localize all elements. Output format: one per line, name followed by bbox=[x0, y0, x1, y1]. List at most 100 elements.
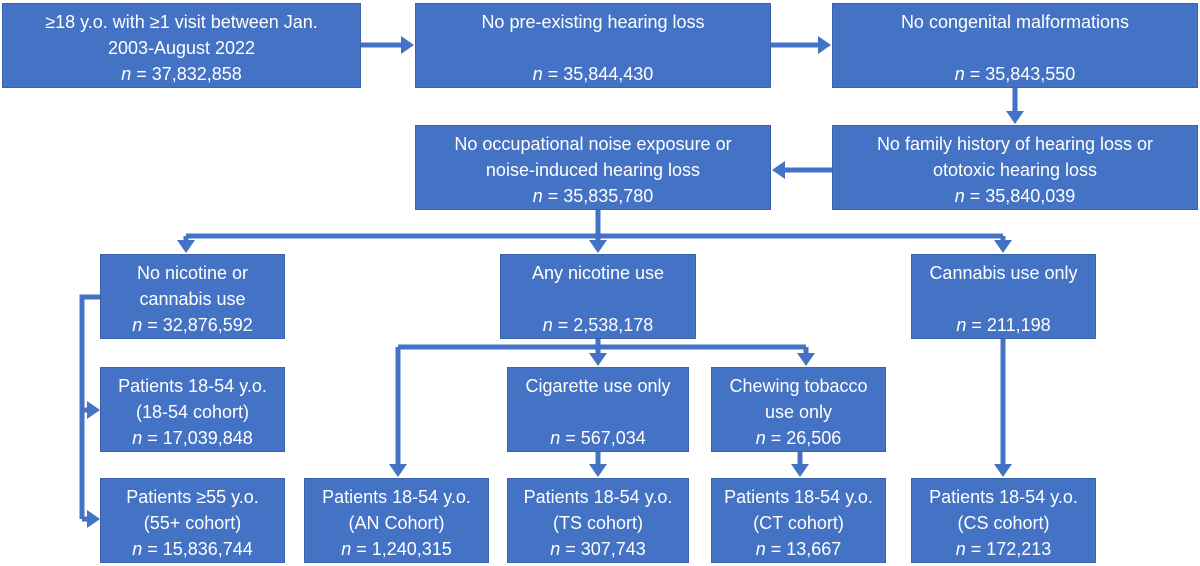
box-label-line: ototoxic hearing loss bbox=[932, 160, 1098, 180]
box-cs: Patients 18-54 y.o. (CS cohort) n = 172,21… bbox=[911, 478, 1096, 563]
n-separator: = bbox=[560, 428, 581, 448]
box-label-line: No congenital malformations bbox=[900, 12, 1130, 32]
n-symbol: n bbox=[542, 315, 553, 335]
box-ts: Patients 18-54 y.o.(TS cohort)n = 307,74… bbox=[507, 478, 689, 563]
n-value: 32,876,592 bbox=[162, 315, 253, 335]
n-symbol: n bbox=[550, 428, 561, 448]
n-value: 13,667 bbox=[786, 539, 842, 559]
n-value: 35,835,780 bbox=[563, 186, 654, 206]
n-symbol: n bbox=[132, 428, 143, 448]
box-label-line: (CS cohort) bbox=[957, 513, 1050, 533]
box-count: n = 35,840,039 bbox=[833, 184, 1197, 209]
box-label-line: (CT cohort) bbox=[753, 513, 844, 533]
box-count: n = 26,506 bbox=[712, 426, 885, 451]
n-separator: = bbox=[142, 539, 163, 559]
arrowhead bbox=[994, 464, 1012, 477]
n-symbol: n bbox=[956, 315, 967, 335]
box-count: n = 35,835,780 bbox=[416, 184, 770, 209]
n-value: 1,240,315 bbox=[371, 539, 452, 559]
box-label-line: Chewing tobacco bbox=[729, 376, 868, 396]
n-separator: = bbox=[560, 539, 581, 559]
box-count: n = 35,843,550 bbox=[833, 62, 1197, 87]
n-symbol: n bbox=[954, 64, 965, 84]
n-symbol: n bbox=[532, 64, 543, 84]
box-an: Patients 18-54 y.o.(AN Cohort)n = 1,240,… bbox=[304, 478, 489, 563]
box-cannabis: Cannabis use only n = 211,198 bbox=[911, 254, 1096, 339]
n-symbol: n bbox=[755, 428, 766, 448]
arrowhead bbox=[589, 353, 607, 366]
n-value: 2,538,178 bbox=[573, 315, 654, 335]
arrowhead bbox=[87, 401, 100, 419]
box-label-line: Cigarette use only bbox=[525, 376, 671, 396]
box-count: n = 13,667 bbox=[712, 537, 885, 562]
box-count: n = 211,198 bbox=[912, 313, 1095, 338]
box-count: n = 35,844,430 bbox=[416, 62, 770, 87]
box-young: Patients 18-54 y.o. (18-54 cohort) n = 17,… bbox=[100, 367, 285, 452]
arrowhead bbox=[589, 240, 607, 253]
n-separator: = bbox=[142, 315, 163, 335]
box-count: n = 307,743 bbox=[508, 537, 688, 562]
n-value: 35,844,430 bbox=[563, 64, 654, 84]
n-value: 211,198 bbox=[986, 315, 1051, 335]
box-label-line: (55+ cohort) bbox=[143, 513, 242, 533]
box-label-line: (AN Cohort) bbox=[348, 513, 445, 533]
box-count: n = 567,034 bbox=[508, 426, 688, 451]
box-label-line: Patients ≥55 y.o. bbox=[126, 487, 259, 507]
box-label-line: cannabis use bbox=[139, 289, 246, 309]
n-separator: = bbox=[964, 186, 986, 206]
arrowhead bbox=[772, 161, 785, 179]
box-label-line: 2003-August 2022 bbox=[107, 38, 256, 58]
box-label-line: Patients 18-54 y.o. bbox=[724, 487, 873, 507]
n-value: 35,843,550 bbox=[985, 64, 1076, 84]
n-separator: = bbox=[142, 428, 163, 448]
box-start: ≥18 y.o. with ≥1 visit between Jan.2003-… bbox=[2, 3, 361, 88]
arrowhead bbox=[177, 240, 195, 253]
box-label-line: Patients 18-54 y.o. bbox=[118, 376, 267, 396]
box-label-line: Any nicotine use bbox=[531, 263, 665, 283]
box-old: Patients ≥55 y.o. (55+ cohort) n = 15,836,… bbox=[100, 478, 285, 563]
box-count: n = 172,213 bbox=[912, 537, 1095, 562]
box-label-line: (18-54 cohort) bbox=[135, 402, 250, 422]
box-any-nic: Any nicotine use n = 2,538,178 bbox=[500, 254, 696, 339]
n-symbol: n bbox=[550, 539, 561, 559]
box-chew: Chewing tobacco use only n = 26,506 bbox=[711, 367, 886, 452]
box-label-line: Patients 18-54 y.o. bbox=[929, 487, 1078, 507]
box-ct: Patients 18-54 y.o. (CT cohort) n = 13,667 bbox=[711, 478, 886, 563]
arrowhead bbox=[87, 510, 100, 528]
n-value: 307,743 bbox=[580, 539, 646, 559]
arrowhead bbox=[1006, 111, 1024, 124]
n-symbol: n bbox=[954, 186, 965, 206]
arrowhead bbox=[791, 464, 809, 477]
box-label-line: No pre-existing hearing loss bbox=[481, 12, 705, 32]
box-label-line: Cannabis use only bbox=[929, 263, 1078, 283]
n-symbol: n bbox=[532, 186, 543, 206]
box-label-line: Patients 18-54 y.o. bbox=[523, 487, 673, 507]
arrowhead bbox=[797, 353, 815, 366]
box-count: n = 15,836,744 bbox=[101, 537, 284, 562]
n-separator: = bbox=[966, 315, 987, 335]
n-separator: = bbox=[965, 539, 987, 559]
n-separator: = bbox=[765, 428, 787, 448]
n-separator: = bbox=[765, 539, 787, 559]
n-value: 17,039,848 bbox=[162, 428, 253, 448]
n-separator: = bbox=[542, 186, 564, 206]
n-value: 567,034 bbox=[580, 428, 646, 448]
arrowhead bbox=[401, 36, 414, 54]
box-cig: Cigarette use only n = 567,034 bbox=[507, 367, 689, 452]
box-count: n = 37,832,858 bbox=[3, 62, 360, 87]
arrow-no-occ-branch bbox=[186, 210, 1003, 239]
n-value: 35,840,039 bbox=[985, 186, 1076, 206]
box-label-line: use only bbox=[764, 402, 833, 422]
n-symbol: n bbox=[121, 64, 132, 84]
n-value: 26,506 bbox=[786, 428, 842, 448]
n-symbol: n bbox=[955, 539, 966, 559]
n-separator: = bbox=[131, 64, 152, 84]
box-no-cong: No congenital malformations n = 35,843,55… bbox=[832, 3, 1198, 88]
n-value: 37,832,858 bbox=[151, 64, 242, 84]
n-separator: = bbox=[542, 64, 564, 84]
arrowhead bbox=[818, 36, 831, 54]
n-separator: = bbox=[552, 315, 574, 335]
